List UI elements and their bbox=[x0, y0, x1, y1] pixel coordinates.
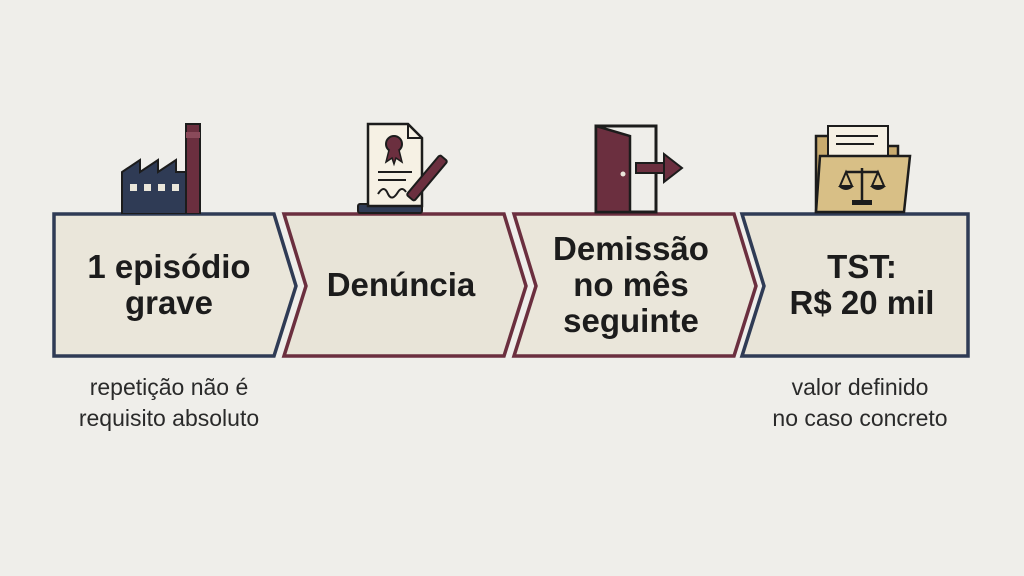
legal-folder-scales-icon bbox=[814, 125, 912, 214]
step-2-label: Denúncia bbox=[326, 266, 476, 303]
step-2-arrow bbox=[281, 212, 528, 358]
step-3-arrow bbox=[511, 212, 758, 358]
factory-icon bbox=[121, 123, 201, 214]
document-signing-icon bbox=[357, 122, 448, 214]
exit-door-icon bbox=[594, 124, 684, 214]
step-4-arrow bbox=[739, 212, 970, 358]
step-3-label: Demissão no mês seguinte bbox=[553, 230, 709, 339]
step-1-arrow bbox=[52, 212, 298, 358]
step-4-label: TST: R$ 20 mil bbox=[789, 248, 935, 321]
step-1-note: repetição não é requisito absoluto bbox=[78, 374, 260, 431]
step-1-label: 1 episódio grave bbox=[87, 248, 251, 321]
step-4-note: valor definido no caso concreto bbox=[772, 374, 948, 431]
